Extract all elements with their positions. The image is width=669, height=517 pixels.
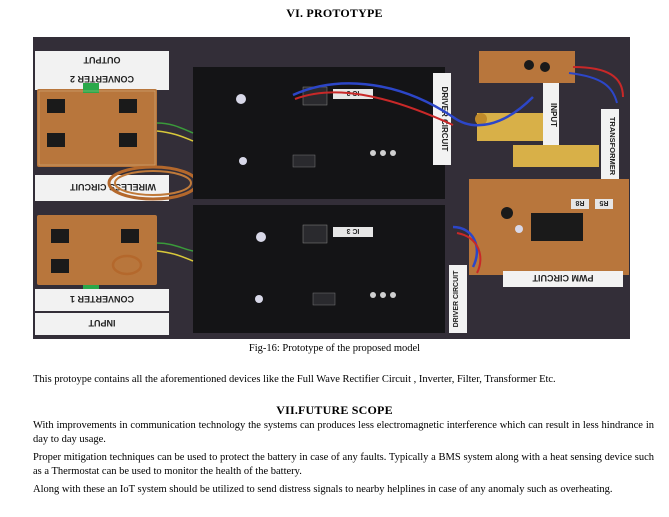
label-converter-2-text: CONVERTER 2 (70, 74, 134, 84)
label-converter-2 (35, 70, 169, 90)
label-input-right (543, 83, 559, 147)
transformer-2 (513, 145, 599, 167)
driver-bottom-ic (302, 224, 328, 244)
converter-2-mosfet-1 (47, 99, 65, 113)
section-heading-future-scope: VII.FUTURE SCOPE (276, 403, 393, 417)
label-wireless-text: WIRELESS CIRCUIT (70, 182, 157, 192)
wire-blue-bottom (452, 225, 479, 268)
future-scope-paragraph-1: With improvements in communication techn… (33, 420, 654, 445)
label-output-text: OUTPUT (83, 55, 121, 65)
ic-label-bottom (333, 227, 373, 237)
label-pwm-text: PWM CIRCUIT (532, 273, 593, 283)
section-heading-prototype: VI. PROTOTYPE (286, 6, 383, 20)
prototype-photo: OUTPUT CONVERTER 2 WIRELESS CIRCUIT CONV… (33, 37, 630, 339)
label-transformer-text: TRANSFORMER (608, 117, 617, 176)
label-driver-top-text: DRIVER CIRCUIT (440, 87, 449, 152)
label-pwm (503, 271, 623, 287)
converter-2-mosfet-4 (119, 133, 137, 147)
label-input-bottom-text: INPUT (88, 318, 116, 328)
wire-red-top (294, 91, 454, 126)
capacitor-top (236, 94, 246, 104)
pwm-ic (531, 213, 583, 241)
converter-2-connector (83, 83, 99, 93)
label-driver-top (433, 73, 451, 165)
converter-2-mosfet-2 (119, 99, 137, 113)
label-converter-1 (35, 289, 169, 311)
wire-red-bottom (456, 232, 482, 274)
label-r5 (595, 199, 613, 209)
prototype-illustration: OUTPUT CONVERTER 2 WIRELESS CIRCUIT CONV… (33, 37, 630, 339)
capacitor-bottom (256, 232, 266, 242)
figure-caption: Fig-16: Prototype of the proposed model (248, 343, 421, 354)
label-input-right-text: INPUT (549, 103, 558, 127)
label-r8-text: R8 (575, 199, 584, 206)
label-r8 (571, 199, 589, 209)
label-r5-text: R5 (599, 199, 608, 206)
converter-1-mosfet-3 (51, 259, 69, 273)
label-input-bottom (35, 313, 169, 335)
converter-1-mosfet-1 (51, 229, 69, 243)
driver-board-bottom (193, 205, 445, 333)
ic-label-bottom-text: IC 3 (346, 227, 359, 234)
converter-1-coil (111, 254, 143, 276)
future-scope-paragraph-2: Proper mitigation techniques can be used… (33, 452, 654, 477)
transformer-1 (477, 113, 543, 141)
converter-2-mosfet-3 (47, 133, 65, 147)
label-output (35, 51, 169, 71)
prototype-description: This protoype contains all the aforement… (33, 374, 556, 385)
label-wireless (35, 175, 169, 201)
label-converter-1-text: CONVERTER 1 (70, 294, 134, 304)
label-transformer (601, 109, 619, 183)
label-driver-bottom-text: DRIVER CIRCUIT (453, 270, 460, 328)
future-scope-paragraph-3: Along with these an IoT system should be… (33, 484, 613, 495)
converter-1-board (37, 215, 157, 285)
converter-1-mosfet-2 (121, 229, 139, 243)
label-driver-bottom (449, 265, 467, 333)
wire-blue-top (292, 82, 534, 127)
